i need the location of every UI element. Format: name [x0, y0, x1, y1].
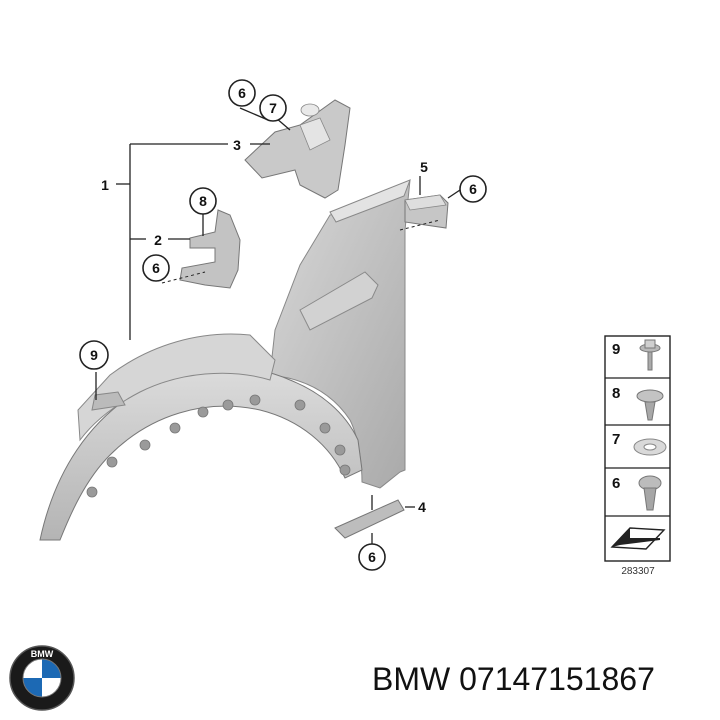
- legend-label-6: 6: [612, 475, 620, 492]
- callout-1: 1: [101, 177, 109, 193]
- svg-text:8: 8: [199, 193, 207, 209]
- svg-text:2: 2: [154, 232, 162, 248]
- middle-bracket-part: [179, 209, 241, 289]
- svg-text:6: 6: [469, 181, 477, 197]
- drawing-code: 283307: [621, 566, 655, 577]
- right-bracket-part: [404, 194, 449, 229]
- brand-part-number: BMW 07147151867: [372, 661, 655, 697]
- svg-text:5: 5: [420, 159, 428, 175]
- front-fender-part: [269, 179, 411, 489]
- legend-label-7: 7: [612, 431, 620, 448]
- callout-8: 8: [189, 187, 217, 215]
- legend-label-9: 9: [612, 341, 620, 358]
- svg-text:6: 6: [368, 549, 376, 565]
- washer-icon: [633, 438, 667, 456]
- callout-3: 3: [233, 137, 241, 153]
- leader-lines: [95, 107, 461, 544]
- lower-trim-part: [334, 499, 405, 539]
- svg-text:9: 9: [90, 347, 98, 363]
- callout-6-right: 6: [459, 175, 487, 203]
- callout-6-middle: 6: [142, 254, 170, 282]
- svg-text:BMW: BMW: [31, 649, 54, 659]
- upper-bracket-part: [244, 99, 351, 199]
- bmw-roundel-logo: BMW: [9, 645, 75, 711]
- svg-text:4: 4: [418, 499, 426, 515]
- callout-7: 7: [259, 94, 287, 122]
- callout-5: 5: [420, 159, 428, 175]
- svg-text:6: 6: [152, 260, 160, 276]
- svg-text:3: 3: [233, 137, 241, 153]
- svg-text:7: 7: [269, 100, 277, 116]
- svg-text:1: 1: [101, 177, 109, 193]
- callout-6-top: 6: [228, 79, 256, 107]
- callout-9: 9: [79, 340, 109, 370]
- bolt-icon: [639, 339, 661, 371]
- clip-screw-icon: [638, 475, 662, 511]
- screw-icon: [636, 389, 664, 421]
- callout-4: 4: [418, 499, 426, 515]
- wheel-arch-liner-part: [39, 333, 363, 541]
- legend-label-8: 8: [612, 385, 620, 402]
- callout-6-bottom: 6: [358, 543, 386, 571]
- fastener-legend: 9 8 7 6: [604, 335, 671, 562]
- callout-2: 2: [154, 232, 162, 248]
- svg-text:6: 6: [238, 85, 246, 101]
- direction-arrow-icon: [610, 527, 666, 550]
